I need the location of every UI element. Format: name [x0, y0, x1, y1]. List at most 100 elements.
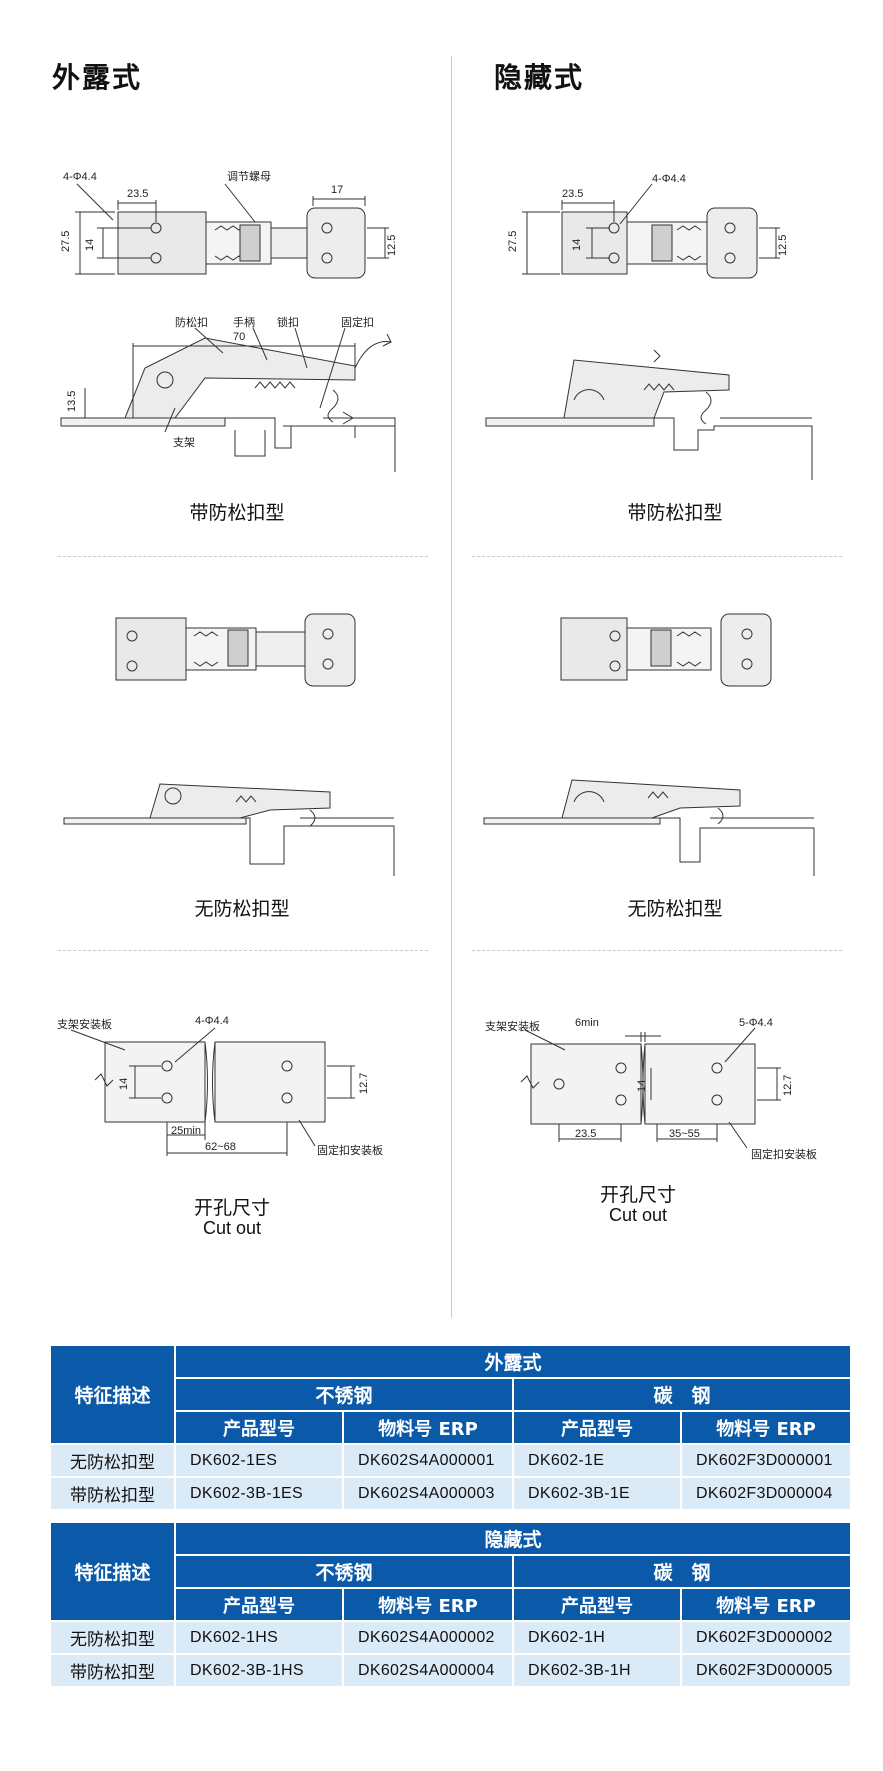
- col-model-header: 产品型号: [174, 1410, 344, 1445]
- label-bracket: 支架: [173, 436, 195, 449]
- row-label: 无防松扣型: [49, 1620, 176, 1655]
- exposed-top-view-plain: [115, 613, 356, 687]
- material-a-header: 不锈钢: [174, 1377, 514, 1412]
- model-cell: DK602-3B-1ES: [174, 1476, 344, 1511]
- column-divider: [451, 56, 452, 1318]
- hidden-dim-h1: 27.5: [507, 231, 519, 252]
- cutout-right-min: 6min: [575, 1017, 599, 1029]
- table-row: 带防松扣型 DK602-3B-1HS DK602S4A000004 DK602-…: [49, 1653, 853, 1688]
- cutout-left-holes: 4-Φ4.4: [195, 1015, 229, 1027]
- col-model-header: 产品型号: [512, 1587, 682, 1622]
- label-handle: 手柄: [233, 315, 255, 329]
- model-cell: DK602-3B-1E: [512, 1476, 682, 1511]
- group-header: 隐藏式: [173, 1521, 853, 1556]
- feature-header: 特征描述: [49, 1344, 176, 1445]
- group-header: 外露式: [173, 1344, 853, 1379]
- dim-w2: 17: [331, 184, 343, 196]
- dim-height: 13.5: [66, 391, 78, 412]
- model-cell: DK602-1H: [512, 1620, 682, 1655]
- material-b-header: 碳 钢: [511, 1377, 853, 1412]
- row-label: 无防松扣型: [49, 1443, 176, 1478]
- exposed-side-view-plain: [63, 783, 395, 876]
- hidden-dim-w1: 23.5: [562, 188, 583, 200]
- separator-right-1: [472, 556, 842, 557]
- dim-h3: 12.5: [386, 235, 398, 256]
- cutout-right-w235: 23.5: [575, 1128, 596, 1140]
- col-erp-header: 物料号 ERP: [342, 1587, 514, 1622]
- table-row: 无防松扣型 DK602-1HS DK602S4A000002 DK602-1H …: [49, 1620, 853, 1655]
- label-fixed: 固定扣: [341, 315, 374, 329]
- exposed-cutout-drawing: 支架安装板 4-Φ4.4 14 12.7 25min 62~68 固定扣安装板: [57, 1015, 383, 1157]
- caption-exposed-without-lock: 无防松扣型: [194, 898, 290, 920]
- col-erp-header: 物料号 ERP: [679, 1587, 853, 1622]
- table-row: 带防松扣型 DK602-3B-1ES DK602S4A000003 DK602-…: [49, 1476, 853, 1511]
- erp-cell: DK602F3D000004: [679, 1476, 853, 1511]
- erp-cell: DK602F3D000002: [679, 1620, 853, 1655]
- hidden-spec-table: 特征描述 隐藏式 不锈钢 碳 钢 产品型号 物料号 ERP 产品型号 物料号 E…: [49, 1521, 853, 1688]
- separator-right-2: [472, 950, 842, 951]
- caption-cutout-cn-right: 开孔尺寸: [599, 1184, 676, 1206]
- cutout-left-bracket-plate: 支架安装板: [57, 1017, 112, 1031]
- model-cell: DK602-1E: [512, 1443, 682, 1478]
- cutout-left-range: 62~68: [205, 1141, 236, 1153]
- row-label: 带防松扣型: [49, 1476, 176, 1511]
- cutout-left-h14: 14: [118, 1078, 130, 1090]
- erp-cell: DK602S4A000001: [342, 1443, 514, 1478]
- col-erp-header: 物料号 ERP: [342, 1410, 514, 1445]
- hidden-side-view-plain: [483, 779, 815, 876]
- feature-header: 特征描述: [49, 1521, 176, 1622]
- row-label: 带防松扣型: [49, 1653, 176, 1688]
- col-model-header: 产品型号: [512, 1410, 682, 1445]
- cutout-right-h14: 14: [636, 1080, 648, 1092]
- dim-h1: 27.5: [60, 231, 72, 252]
- hidden-top-view-drawing: 23.5 4-Φ4.4 27.5 14 12.5: [507, 173, 789, 279]
- col-erp-header: 物料号 ERP: [679, 1410, 853, 1445]
- cutout-right-h127: 12.7: [782, 1075, 794, 1096]
- separator-left-2: [58, 950, 428, 951]
- hidden-top-view-plain: [560, 613, 772, 687]
- caption-hidden-without-lock: 无防松扣型: [627, 898, 723, 920]
- caption-cutout-cn-left: 开孔尺寸: [193, 1197, 270, 1219]
- cutout-right-fixed-plate: 固定扣安装板: [751, 1147, 817, 1161]
- col-model-header: 产品型号: [174, 1587, 344, 1622]
- cutout-right-range: 35~55: [669, 1128, 700, 1140]
- hidden-side-view-drawing: [485, 349, 813, 480]
- cutout-left-min: 25min: [171, 1125, 201, 1137]
- hidden-title: 隐藏式: [494, 61, 585, 94]
- label-lock: 锁扣: [277, 315, 299, 329]
- cutout-right-bracket-plate: 支架安装板: [485, 1019, 540, 1033]
- erp-cell: DK602F3D000001: [679, 1443, 853, 1478]
- material-b-header: 碳 钢: [511, 1554, 853, 1589]
- exposed-spec-table: 特征描述 外露式 不锈钢 碳 钢 产品型号 物料号 ERP 产品型号 物料号 E…: [49, 1344, 853, 1511]
- cutout-right-holes: 5-Φ4.4: [739, 1017, 773, 1029]
- hidden-cutout-drawing: 支架安装板 6min 5-Φ4.4 14 12.7 23.5 35~55 固定扣…: [485, 1017, 817, 1161]
- material-a-header: 不锈钢: [174, 1554, 514, 1589]
- cutout-left-fixed-plate: 固定扣安装板: [317, 1143, 383, 1157]
- caption-cutout-en-left: Cut out: [202, 1218, 262, 1238]
- model-cell: DK602-1ES: [174, 1443, 344, 1478]
- model-cell: DK602-3B-1HS: [174, 1653, 344, 1688]
- model-cell: DK602-1HS: [174, 1620, 344, 1655]
- caption-hidden-with-lock: 带防松扣型: [627, 502, 723, 524]
- dim-h2: 14: [84, 239, 96, 251]
- separator-left-1: [58, 556, 428, 557]
- hidden-dim-h2: 14: [571, 239, 583, 251]
- cutout-left-h127: 12.7: [358, 1073, 370, 1094]
- exposed-title: 外露式: [52, 61, 143, 94]
- dim-w1: 23.5: [127, 188, 148, 200]
- dim-length: 70: [233, 331, 245, 343]
- label-nut: 调节螺母: [227, 170, 271, 183]
- dim-holes: 4-Φ4.4: [63, 171, 97, 183]
- erp-cell: DK602S4A000004: [342, 1653, 514, 1688]
- model-cell: DK602-3B-1H: [512, 1653, 682, 1688]
- erp-cell: DK602S4A000003: [342, 1476, 514, 1511]
- caption-exposed-with-lock: 带防松扣型: [189, 502, 285, 524]
- erp-cell: DK602S4A000002: [342, 1620, 514, 1655]
- exposed-side-view-drawing: 70 13.5 防松扣 手柄 锁扣 固定扣 支架: [60, 315, 396, 472]
- label-anti-loose: 防松扣: [175, 315, 208, 329]
- hidden-dim-holes: 4-Φ4.4: [652, 173, 686, 185]
- exposed-top-view-drawing: 4-Φ4.4 23.5 17 27.5 14 12.5 调节螺母: [60, 170, 398, 279]
- table-row: 无防松扣型 DK602-1ES DK602S4A000001 DK602-1E …: [49, 1443, 853, 1478]
- erp-cell: DK602F3D000005: [679, 1653, 853, 1688]
- caption-cutout-en-right: Cut out: [608, 1205, 668, 1225]
